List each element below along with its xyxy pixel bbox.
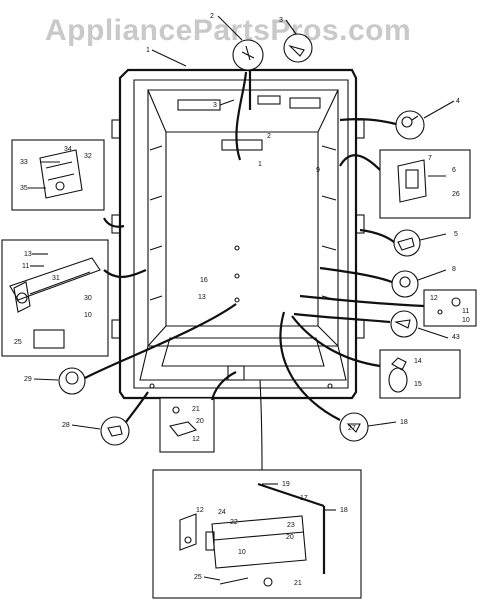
callout-label: 10 <box>84 312 92 319</box>
callout-label: 5 <box>454 231 458 238</box>
callout-label: 19 <box>282 481 290 488</box>
callout-label: 1 <box>146 47 150 54</box>
inset-light-socket-right <box>379 349 461 399</box>
callout-label: 30 <box>84 295 92 302</box>
callout-label: 25 <box>14 339 22 346</box>
callout-label: 28 <box>62 422 70 429</box>
magnifier-circles <box>58 33 425 446</box>
watermark-text: AppliancePartsPros.com <box>45 14 412 47</box>
callout-labels: 1 2 3 3 4 2 1 34 32 33 35 7 6 26 5 8 9 1… <box>14 13 470 587</box>
inset-door-catch-right <box>379 149 471 219</box>
callout-label: 20 <box>196 418 204 425</box>
inset-door-hinge-left <box>1 239 109 357</box>
callout-label: 34 <box>64 146 72 153</box>
callout-label: 1 <box>258 161 262 168</box>
callout-label: 10 <box>462 317 470 324</box>
callout-label: 11 <box>22 263 29 270</box>
callout-label: 18 <box>400 419 408 426</box>
callout-label: 16 <box>200 277 208 284</box>
callout-label: 23 <box>287 522 295 529</box>
callout-label: 13 <box>24 251 32 258</box>
callout-label: 21 <box>294 580 302 587</box>
callout-label: 21 <box>192 406 200 413</box>
callout-label: 22 <box>230 519 238 526</box>
callout-label: 31 <box>52 275 60 282</box>
callout-label: 13 <box>198 294 206 301</box>
callout-label: 12 <box>192 436 200 443</box>
callout-label: 33 <box>20 159 28 166</box>
callout-label: 2 <box>210 13 214 20</box>
callout-label: 7 <box>428 155 432 162</box>
callout-label: 3 <box>213 102 217 109</box>
inset-screws-right <box>423 289 477 327</box>
callout-label: 8 <box>452 266 456 273</box>
callout-label: 4 <box>456 98 460 105</box>
inset-element-assembly <box>152 469 362 599</box>
callout-label: 10 <box>238 549 246 556</box>
callout-label: 20 <box>286 534 294 541</box>
callout-label: 2 <box>267 133 271 140</box>
callout-label: 12 <box>430 295 438 302</box>
oven-cavity-frame <box>111 68 365 400</box>
callout-label: 27 <box>348 425 356 432</box>
callout-label: 15 <box>414 381 422 388</box>
leader-lines <box>84 70 425 471</box>
callout-label: 9 <box>316 167 320 174</box>
callout-label: 14 <box>414 358 422 365</box>
callout-label: 25 <box>194 574 202 581</box>
inset-hinge-receptacle-left <box>11 139 105 211</box>
callout-label: 26 <box>452 191 460 198</box>
callout-label: 35 <box>20 185 28 192</box>
callout-label: 18 <box>340 507 348 514</box>
callout-label: 43 <box>452 334 460 341</box>
callout-label: 32 <box>84 153 92 160</box>
callout-label: 12 <box>196 507 204 514</box>
callout-label: 11 <box>462 308 469 315</box>
inset-bottom-bracket <box>159 397 215 453</box>
callout-label: 6 <box>452 167 456 174</box>
callout-label: 17 <box>300 495 308 502</box>
callout-label: 24 <box>218 509 226 516</box>
callout-label: 29 <box>24 376 32 383</box>
callout-label: 3 <box>279 17 283 24</box>
label-leaders <box>28 15 455 581</box>
